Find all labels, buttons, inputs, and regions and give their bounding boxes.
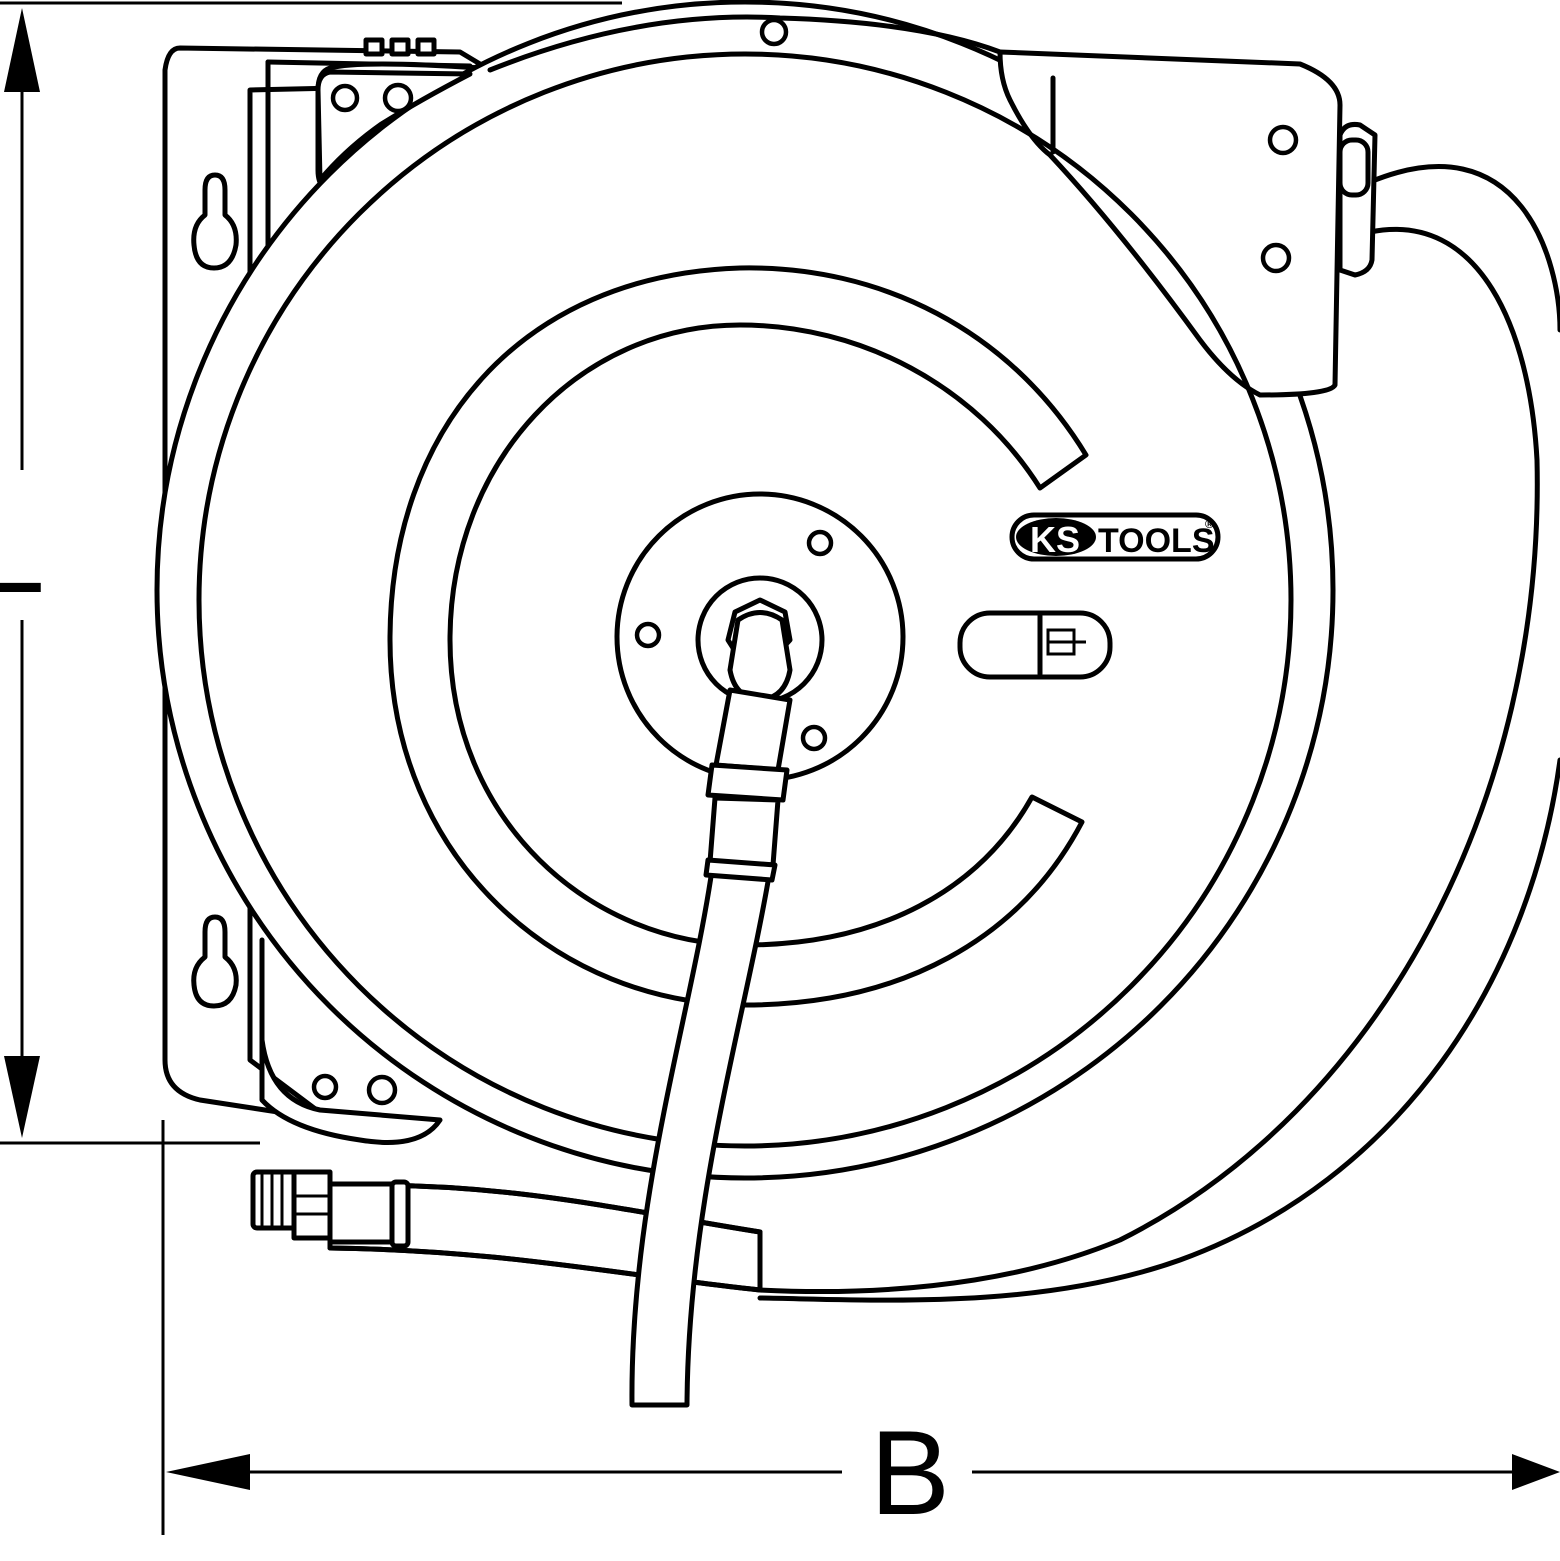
width-dimension-label: B xyxy=(870,1406,950,1540)
dimension-height: L xyxy=(0,1,622,1145)
hub-bolt xyxy=(800,724,828,752)
reel-hub xyxy=(614,491,906,783)
lock-button[interactable] xyxy=(957,610,1113,680)
hose-guide-roller xyxy=(1337,137,1371,198)
logo-tools: TOOLS xyxy=(1098,522,1215,560)
dimension-width: B xyxy=(161,1120,1560,1540)
ks-tools-logo: KS TOOLS ® xyxy=(1009,512,1221,562)
logo-ks: KS xyxy=(1030,519,1080,560)
hose-ferrule xyxy=(713,687,793,773)
inlet-ring xyxy=(389,1179,411,1249)
inlet-fitting xyxy=(250,1169,411,1249)
inlet-hex-nut xyxy=(291,1169,333,1241)
outlet-hose xyxy=(327,687,793,1408)
arrow-down-icon xyxy=(4,1056,40,1138)
keyhole-slot-bottom xyxy=(191,914,239,1009)
hose-sleeve xyxy=(707,795,781,868)
clip-tab xyxy=(415,37,437,57)
bolt-hole xyxy=(366,1074,398,1106)
inlet-crimp xyxy=(327,1181,397,1245)
mounting-holes xyxy=(311,17,1299,1106)
inlet-thread xyxy=(250,1169,300,1231)
bolt-hole xyxy=(1267,124,1299,156)
bolt-hole xyxy=(1260,242,1292,274)
arrow-left-icon xyxy=(166,1454,250,1490)
hose-coupling xyxy=(705,762,790,803)
hub-bolt xyxy=(634,621,662,649)
coiled-hose xyxy=(387,265,1089,1008)
clip-tab xyxy=(363,37,385,57)
hub-bolt xyxy=(806,529,834,557)
hose-loop xyxy=(757,164,1560,1303)
clip-tab xyxy=(389,37,411,57)
arrow-up-icon xyxy=(4,8,40,92)
height-dimension-label: L xyxy=(0,484,45,618)
keyhole-slot-top xyxy=(191,172,239,271)
bolt-hole xyxy=(330,83,360,113)
arrow-right-icon xyxy=(1512,1454,1560,1490)
bolt-hole xyxy=(759,17,789,47)
drum-inner-ring xyxy=(196,51,1294,1149)
logo-registered-mark: ® xyxy=(1205,517,1214,531)
bolt-hole xyxy=(382,82,414,114)
bolt-hole xyxy=(311,1073,339,1101)
